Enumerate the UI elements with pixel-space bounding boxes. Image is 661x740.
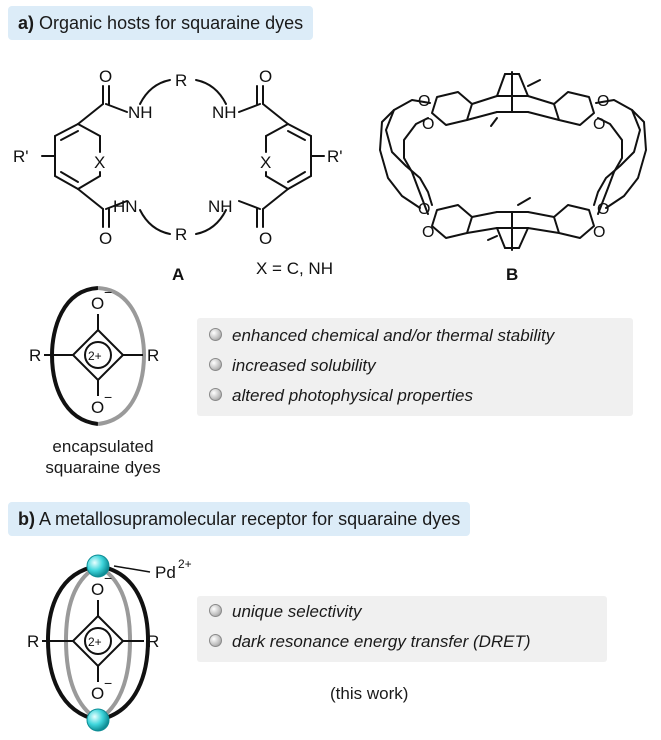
encapsulated-dye-caption: encapsulated squaraine dyes (28, 436, 178, 478)
dye-r: R (147, 346, 159, 365)
dye-oxygen: O (91, 294, 104, 313)
host-b-oxygen: O (593, 224, 605, 241)
caption-line-1: encapsulated (52, 437, 154, 456)
dye-anion: − (104, 284, 112, 300)
bullet-icon (209, 328, 222, 342)
properties-panel-b: unique selectivity dark resonance energy… (197, 596, 607, 662)
caption-line-2: squaraine dyes (45, 458, 161, 477)
host-b-structure: O O O O O O O O B (379, 71, 647, 280)
host-a-hn: HN (113, 197, 138, 216)
section-a-title: Organic hosts for squaraine dyes (39, 13, 304, 33)
property-item: unique selectivity (209, 602, 361, 622)
pd-charge: 2+ (178, 557, 192, 571)
host-a-x: X (260, 153, 271, 172)
host-a-r-prime: R' (13, 147, 29, 166)
receptor-core-charge: 2+ (88, 635, 102, 649)
host-a-r-prime: R' (327, 147, 343, 166)
host-a-nh: NH (208, 197, 233, 216)
property-text: unique selectivity (232, 602, 362, 621)
host-a-r: R (175, 225, 187, 244)
host-b-oxygen: O (597, 93, 609, 110)
receptor-oxygen: O (91, 580, 104, 599)
host-a-x: X (94, 153, 105, 172)
receptor-anion: − (104, 675, 112, 691)
section-a-header: a) Organic hosts for squaraine dyes (8, 6, 314, 40)
section-a-letter: a) (18, 13, 35, 33)
palladium-sphere (86, 708, 110, 732)
host-b-label: B (506, 265, 518, 280)
property-item: enhanced chemical and/or thermal stabili… (209, 326, 554, 346)
bullet-icon (209, 634, 222, 648)
dye-r: R (29, 346, 41, 365)
receptor-r: R (147, 632, 159, 651)
dye-core-charge: 2+ (88, 349, 102, 363)
section-b-title: A metallosupramolecular receptor for squ… (39, 509, 461, 529)
host-a-oxygen: O (99, 67, 112, 86)
property-item: increased solubility (209, 356, 376, 376)
host-a-label: A (172, 265, 184, 284)
property-item: dark resonance energy transfer (DRET) (209, 632, 531, 652)
receptor-r: R (27, 632, 39, 651)
dye-oxygen: O (91, 398, 104, 417)
encapsulated-dye-diagram: O − O − R R 2+ (29, 284, 159, 426)
host-a-nh: NH (212, 103, 237, 122)
bullet-icon (209, 604, 222, 618)
receptor-diagram: O − O − R R 2+ Pd 2+ (27, 554, 192, 732)
receptor-oxygen: O (91, 684, 104, 703)
host-b-oxygen: O (418, 201, 430, 218)
section-b-letter: b) (18, 509, 35, 529)
properties-panel-a: enhanced chemical and/or thermal stabili… (197, 318, 633, 416)
host-a-oxygen: O (259, 67, 272, 86)
host-b-oxygen: O (593, 116, 605, 133)
pd-label: Pd (155, 563, 176, 582)
host-a-nh: NH (128, 103, 153, 122)
this-work-note: (this work) (330, 684, 409, 703)
property-text: increased solubility (232, 356, 376, 375)
host-b-oxygen: O (422, 116, 434, 133)
host-a-oxygen: O (99, 229, 112, 248)
host-b-oxygen: O (418, 93, 430, 110)
host-b-oxygen: O (597, 201, 609, 218)
property-text: altered photophysical properties (232, 386, 473, 405)
section-b-header: b) A metallosupramolecular receptor for … (8, 502, 471, 536)
dye-anion: − (104, 389, 112, 405)
property-text: enhanced chemical and/or thermal stabili… (232, 326, 555, 345)
host-b-oxygen: O (422, 224, 434, 241)
bullet-icon (209, 388, 222, 402)
property-text: dark resonance energy transfer (DRET) (232, 632, 531, 651)
property-item: altered photophysical properties (209, 386, 473, 406)
receptor-anion: − (104, 570, 112, 586)
host-a-oxygen: O (259, 229, 272, 248)
palladium-sphere (86, 554, 110, 578)
host-a-r: R (175, 71, 187, 90)
x-definition: X = C, NH (256, 259, 333, 278)
bullet-icon (209, 358, 222, 372)
host-a-structure: O O O O NH NH HN NH R R X X R' R' X = C,… (13, 67, 343, 284)
